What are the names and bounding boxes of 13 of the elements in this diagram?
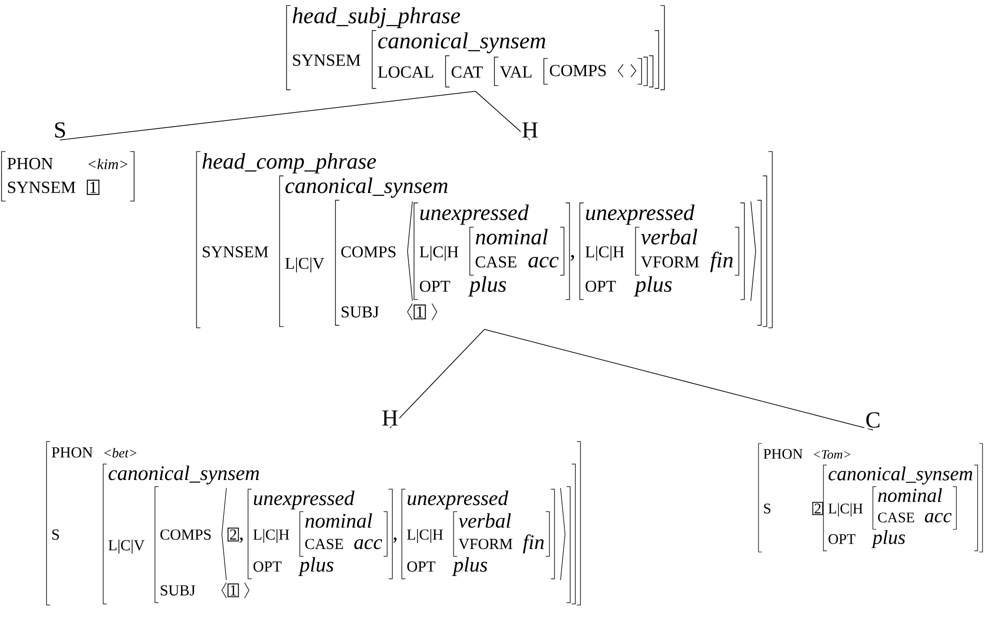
tree-branch bbox=[484, 328, 874, 430]
tree-branch bbox=[475, 90, 530, 140]
branch-label: C bbox=[866, 412, 880, 428]
branch-label: H bbox=[522, 122, 538, 138]
feature-structure: PHON <Tom> S 2 canonical_synsem L|C|H nominal CASE acc OPT plus bbox=[758, 443, 983, 552]
feature-structure: PHON <bet> S canonical_synsem L|C|V COMPS 2 , unexpressed L|C|H nominal CASE acc OPT plus , unexpressed L|C|H verbal VFORM fin OPT plus SUBJ 1 bbox=[46, 441, 581, 606]
branch-label: S bbox=[55, 122, 65, 138]
feature-structure: head_subj_phrase SYNSEM canonical_synsem LOCAL CAT VAL COMPS bbox=[286, 5, 665, 90]
branch-label: H bbox=[382, 410, 398, 426]
feature-structure: head_comp_phrase SYNSEM canonical_synsem L|C|V COMPS unexpressed L|C|H nominal CASE acc OPT plus , unexpressed L|C|H verbal VFORM fin OPT plus SUBJ 1 bbox=[196, 151, 773, 328]
feature-structure: PHON <kim> SYNSEM 1 bbox=[1, 151, 134, 202]
tree-branch bbox=[390, 328, 485, 428]
tree-branch bbox=[60, 90, 476, 140]
